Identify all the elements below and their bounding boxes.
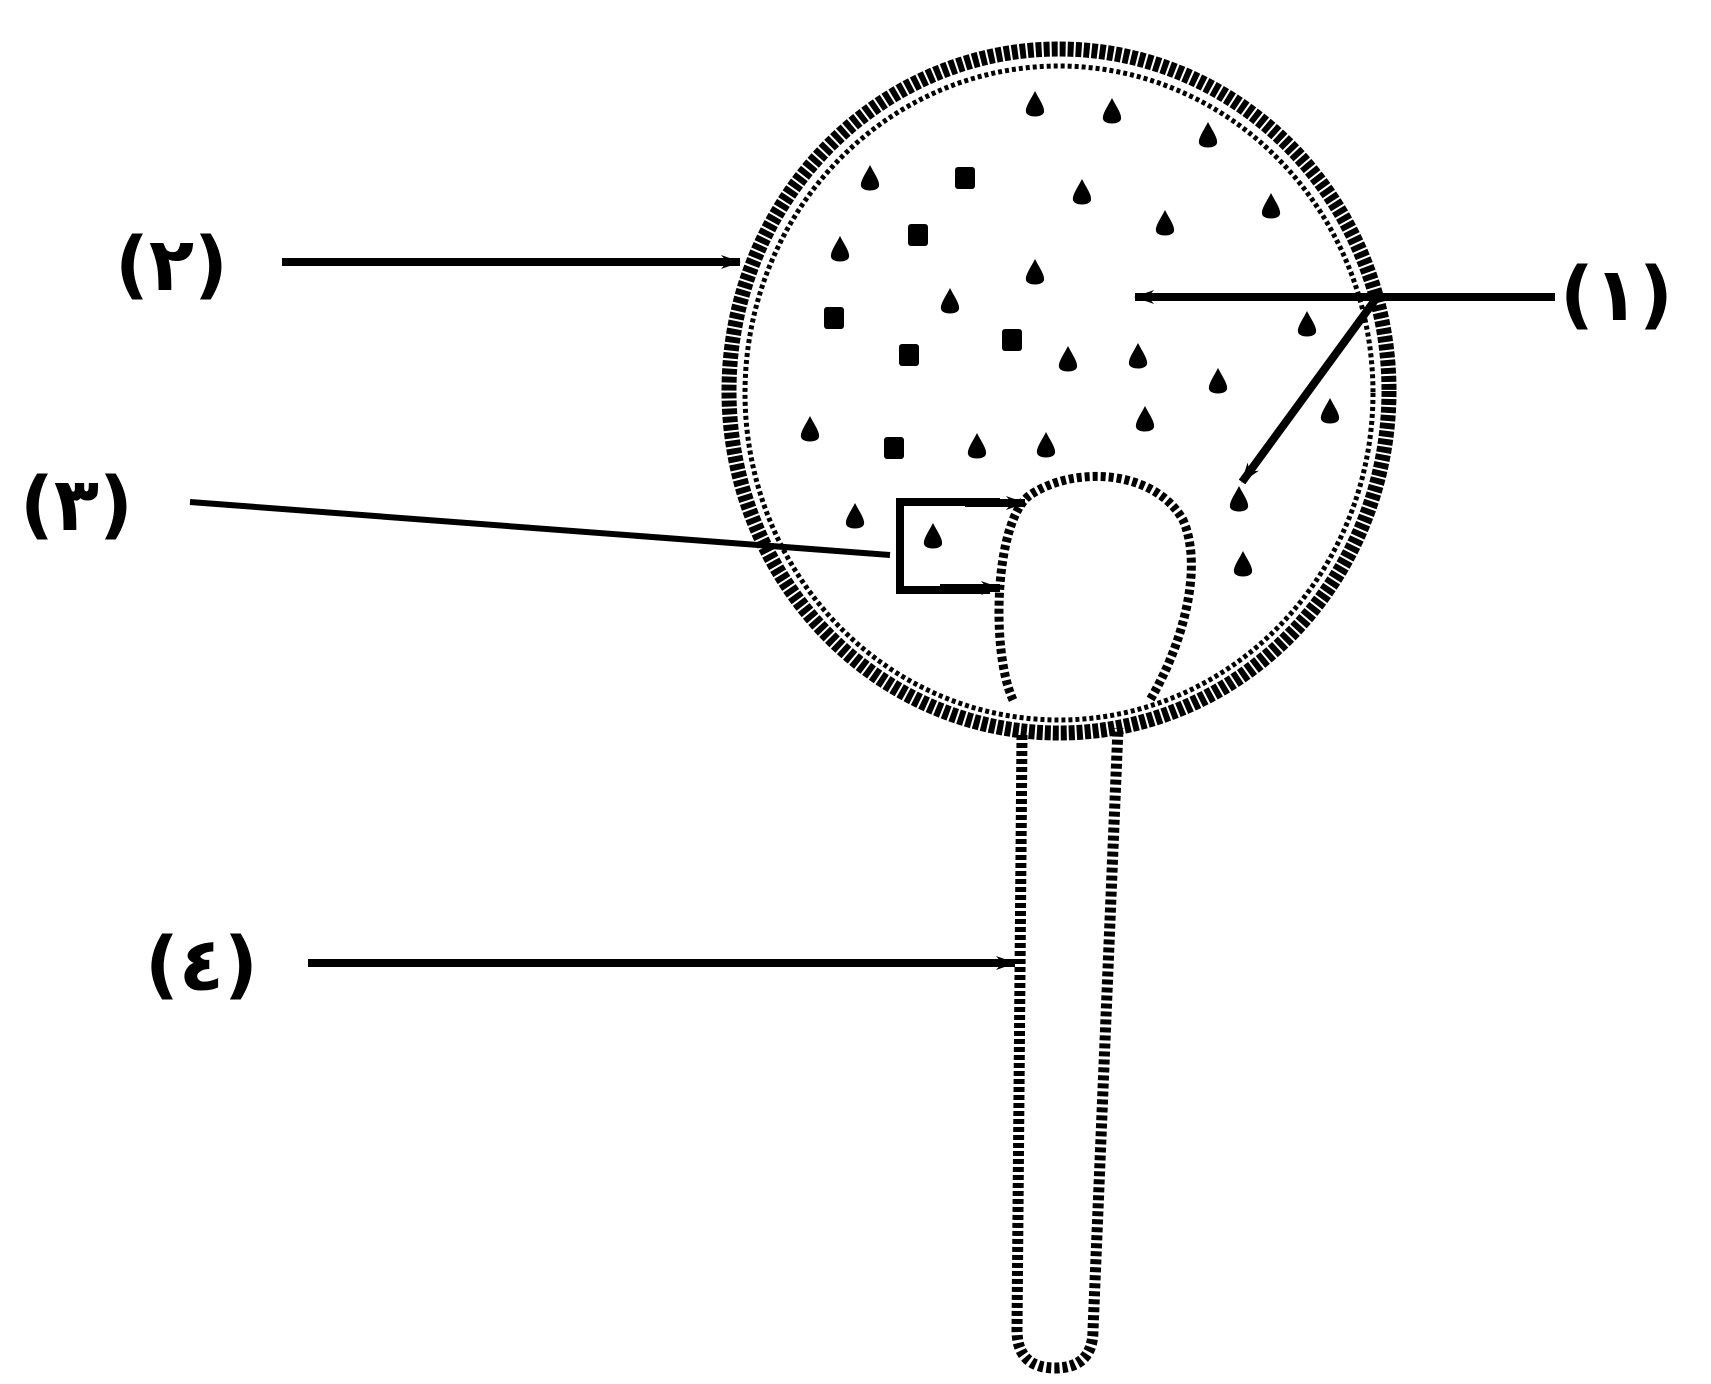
label-3: (٣): [20, 462, 133, 548]
speckle-drop: [1135, 406, 1155, 432]
speckle-drop: [1198, 122, 1218, 148]
inset-box: [896, 498, 1001, 595]
speckle-drop: [967, 433, 987, 459]
speckle-drop: [1058, 346, 1078, 372]
speckle-drop: [1320, 398, 1340, 424]
label-1: (١): [1560, 252, 1673, 338]
handle: [1011, 727, 1124, 1374]
speckle-drop: [940, 288, 960, 314]
speckle-drop: [1261, 193, 1281, 219]
speckle-group: [800, 91, 1340, 577]
speckle-drop: [1025, 91, 1045, 117]
speckle-drop: [1208, 368, 1228, 394]
speckle-drop: [1297, 311, 1317, 337]
speckle-drop: [1025, 259, 1045, 285]
speckle-drop: [860, 165, 880, 191]
leader-arrow-1b: [1238, 297, 1379, 485]
speckle-drop: [845, 503, 865, 529]
speckle-drop: [1036, 432, 1056, 458]
speckle-drop: [1072, 179, 1092, 205]
leader-line-3: [189, 499, 891, 558]
speckle-drop: [1102, 98, 1122, 124]
speckle-square: [908, 224, 928, 246]
speckle-drop: [923, 523, 943, 549]
speckle-drop: [1155, 210, 1175, 236]
inner-body: [994, 472, 1196, 703]
label-2: (٢): [115, 222, 228, 308]
speckle-square: [955, 167, 975, 189]
speckle-square: [884, 437, 904, 459]
speckle-drop: [1128, 343, 1148, 369]
speckle-drop: [830, 236, 850, 262]
speckle-drop: [1233, 551, 1253, 577]
speckle-square: [899, 344, 919, 366]
speckle-square: [824, 307, 844, 329]
label-4: (٤): [145, 922, 258, 1008]
speckle-square: [1002, 329, 1022, 351]
speckle-drop: [1229, 486, 1249, 512]
speckle-drop: [800, 416, 820, 442]
cell-wall: [721, 41, 1397, 741]
